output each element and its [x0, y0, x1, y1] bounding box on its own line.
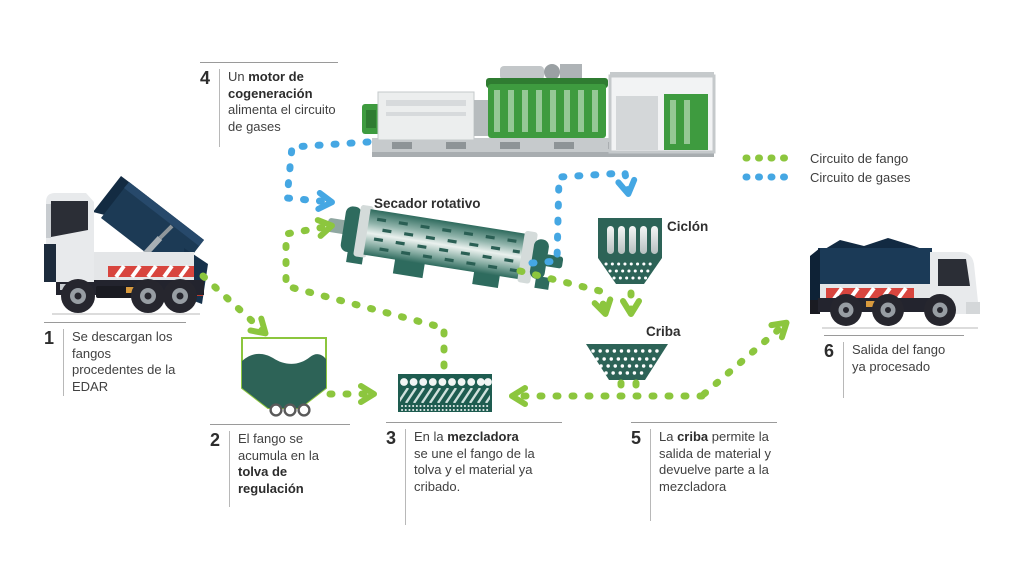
cyclone-illustration	[598, 218, 662, 284]
sludge-circuit-paths	[199, 217, 790, 407]
legend-item-fango: Circuito de fango	[742, 150, 910, 166]
legend-label-fango: Circuito de fango	[810, 150, 909, 166]
flow-fango-to-output-truck	[700, 319, 790, 398]
step-text: Salida del fango ya procesado	[843, 342, 956, 398]
step-5-label: 5 La criba permite la salida de material…	[631, 422, 777, 521]
output-truck-illustration	[810, 238, 980, 326]
step-6-label: 6 Salida del fango ya procesado	[824, 335, 964, 398]
step-2-label: 2 El fango se acumula en la tolva de reg…	[210, 424, 350, 507]
rotary-dryer-illustration	[327, 205, 564, 290]
gases-dotted-line-icon	[742, 173, 800, 181]
step-number: 2	[210, 430, 221, 450]
flow-gases-engine-to-dryer	[283, 138, 372, 212]
step-number: 3	[386, 428, 397, 448]
cyclone-label: Ciclón	[667, 219, 709, 234]
step-number: 6	[824, 341, 835, 361]
cogeneration-engine-illustration	[362, 64, 716, 157]
step-text: Un motor de cogeneración alimenta el cir…	[219, 69, 338, 147]
step-text: Se descargan los fangos procedentes de l…	[63, 329, 184, 396]
flow-gases-dryer-to-cyclone	[528, 169, 638, 267]
step-3-label: 3 En la mezcladora se une el fango de la…	[386, 422, 562, 525]
screen-illustration	[586, 344, 668, 380]
step-1-label: 1 Se descargan los fangos procedentes de…	[44, 322, 186, 396]
hopper-illustration	[241, 337, 327, 417]
flow-fango-truck-to-hopper	[199, 272, 269, 337]
fango-dotted-line-icon	[742, 154, 800, 162]
mixer-illustration	[398, 374, 492, 412]
step-4-label: 4 Un motor de cogeneración alimenta el c…	[200, 62, 338, 147]
step-number: 4	[200, 68, 211, 88]
legend: Circuito de fango Circuito de gases	[742, 150, 910, 185]
step-number: 5	[631, 428, 642, 448]
legend-label-gases: Circuito de gases	[810, 169, 911, 185]
flow-fango-dryer-to-screen	[516, 267, 614, 317]
step-number: 1	[44, 328, 55, 348]
step-text: El fango se acumula en la tolva de regul…	[229, 431, 350, 507]
step-text: En la mezcladora se une el fango de la t…	[405, 429, 536, 525]
screen-label: Criba	[646, 324, 681, 339]
gas-circuit-paths	[283, 138, 638, 267]
legend-item-gases: Circuito de gases	[742, 169, 910, 185]
dump-truck-illustration	[44, 176, 208, 313]
dryer-label: Secador rotativo	[374, 196, 481, 211]
step-text: La criba permite la salida de material y…	[650, 429, 777, 521]
